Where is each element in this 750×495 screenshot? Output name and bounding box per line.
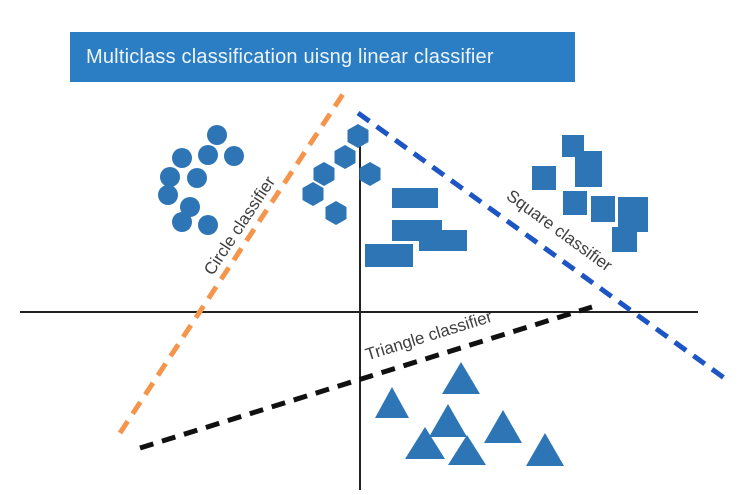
triangle-point <box>405 427 445 459</box>
square-classifier-line <box>356 110 729 383</box>
square-point <box>612 227 637 252</box>
hexagon-point <box>302 182 324 206</box>
circle-point <box>198 145 218 165</box>
triangle-point <box>484 410 522 443</box>
hexagon-point <box>334 145 356 169</box>
circle-point <box>224 146 244 166</box>
square-point <box>563 191 587 215</box>
circle-point <box>172 212 192 232</box>
hexagon-point <box>359 162 381 186</box>
hexagon-point <box>313 162 335 186</box>
triangle-point <box>375 387 409 418</box>
circle-point <box>198 215 218 235</box>
hexagon-point <box>347 124 369 148</box>
hexagon-point <box>325 201 347 225</box>
title-banner: Multiclass classification uisng linear c… <box>70 32 575 82</box>
circle-classifier-line <box>117 86 350 435</box>
circle-point <box>180 197 200 217</box>
circle-point <box>187 168 207 188</box>
circle-point <box>158 185 178 205</box>
circle-point <box>160 167 180 187</box>
rectangle-point <box>419 230 467 251</box>
triangle-point <box>442 362 480 394</box>
rectangle-point <box>365 244 413 267</box>
triangle-point <box>526 433 564 466</box>
square-point <box>591 196 615 222</box>
triangle-point <box>448 435 486 465</box>
triangle-point <box>429 404 467 437</box>
square-point <box>618 197 648 232</box>
circle-point <box>207 125 227 145</box>
rectangle-point <box>392 188 438 208</box>
square-point <box>532 166 556 190</box>
page-title: Multiclass classification uisng linear c… <box>86 45 494 68</box>
square-point <box>575 151 602 187</box>
circle-point <box>172 148 192 168</box>
triangle-classifier-line <box>139 304 593 451</box>
